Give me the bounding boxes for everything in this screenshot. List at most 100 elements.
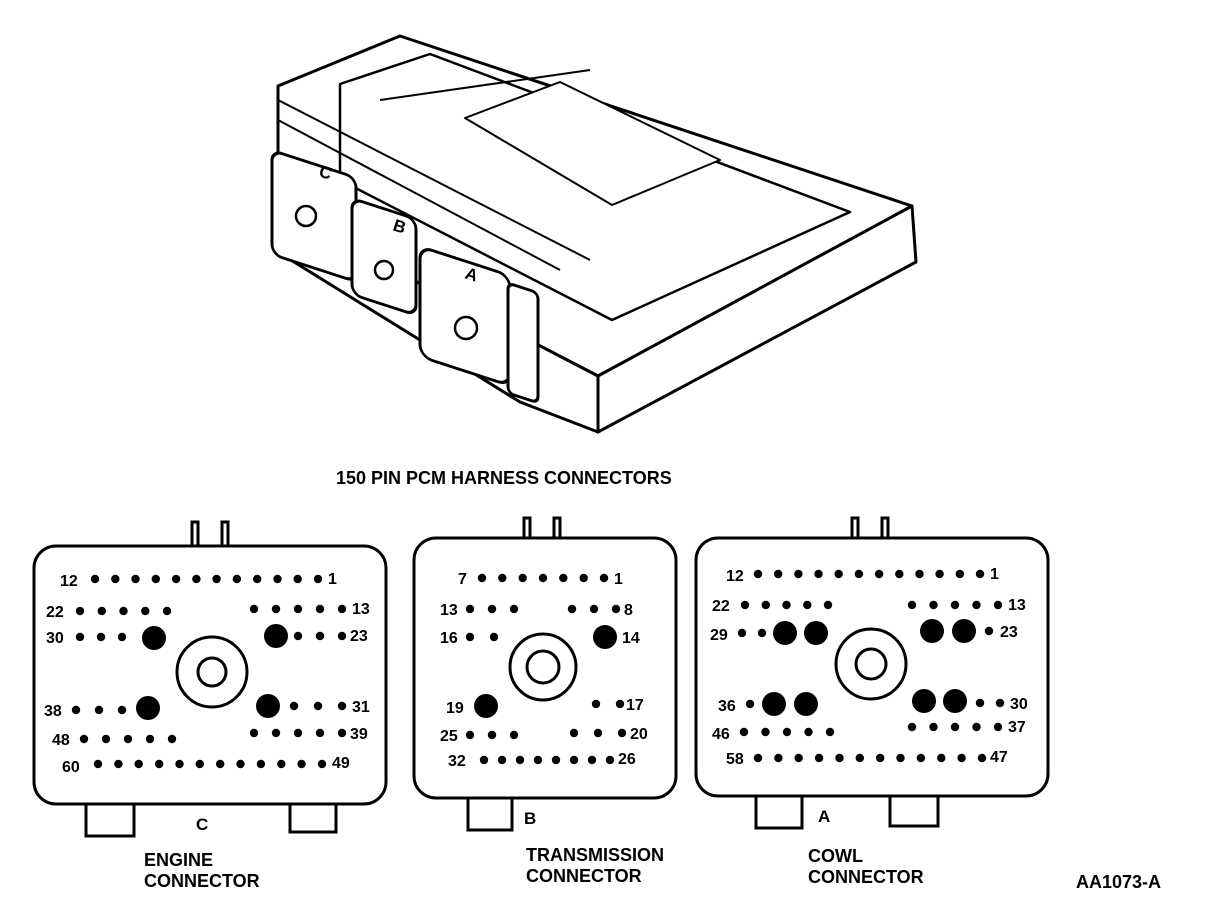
engine-pin [337, 604, 347, 614]
transmission-pin-label-32: 32 [448, 753, 466, 770]
cowl-pin [740, 600, 750, 610]
transmission-pin [591, 699, 601, 709]
transmission-pin [593, 728, 603, 738]
cowl-pin [782, 727, 792, 737]
cowl-pin [737, 628, 747, 638]
cowl-pin [814, 569, 823, 579]
cowl-pin [874, 569, 884, 579]
cowl-pin [761, 727, 770, 737]
cowl-center-hole [854, 647, 888, 681]
transmission-pin [479, 755, 489, 765]
cowl-pin [993, 722, 1003, 732]
cowl-pin-large [952, 619, 976, 643]
transmission-pin [498, 573, 507, 583]
engine-pin [293, 631, 303, 641]
engine-pin-large [142, 626, 166, 650]
engine-pin-label-1: 1 [328, 571, 337, 588]
cowl-pin [896, 753, 905, 763]
cowl-pin [774, 569, 783, 579]
cowl-pin [855, 753, 864, 763]
engine-pin [111, 574, 120, 584]
module-letters: C B A [317, 162, 481, 286]
cowl-pin-large [794, 692, 818, 716]
cowl-pin [984, 626, 994, 636]
module-front-edge [277, 119, 561, 271]
cowl-pin [834, 569, 843, 579]
transmission-pin-label-13: 13 [440, 602, 458, 619]
cowl-pin-large [912, 689, 936, 713]
module-front-edge-2 [277, 99, 591, 261]
transmission-connector-caption-line1: TRANSMISSION [526, 845, 664, 865]
engine-pin [271, 604, 281, 614]
engine-pin [315, 728, 325, 738]
engine-pin [192, 574, 201, 584]
cowl-pin [814, 753, 824, 763]
cowl-pin [950, 722, 960, 732]
engine-pin-large [136, 696, 160, 720]
engine-pin [96, 632, 106, 642]
cowl-pin [823, 600, 833, 610]
transmission-pin [538, 573, 548, 583]
cowl-pin [977, 753, 987, 763]
transmission-pin-label-16: 16 [440, 630, 458, 647]
engine-pin-label-30: 30 [46, 630, 64, 647]
cowl-pin-label-37: 37 [1008, 719, 1026, 736]
cowl-pin [825, 727, 835, 737]
engine-latch-left [84, 804, 136, 838]
transmission-pin-label-19: 19 [446, 700, 464, 717]
transmission-pin-label-14: 14 [622, 630, 640, 647]
transmission-pin [569, 728, 579, 738]
engine-pin [171, 574, 181, 584]
engine-pin [289, 701, 299, 711]
transmission-pin-label-7: 7 [458, 571, 467, 588]
cowl-pin [757, 628, 767, 638]
engine-pin [131, 574, 140, 584]
transmission-pin [518, 573, 527, 583]
engine-pin [151, 574, 160, 584]
transmission-latch [466, 798, 514, 832]
cowl-latch-left [754, 796, 804, 830]
engine-pin [337, 701, 347, 711]
cowl-pin [854, 569, 864, 579]
cowl-pin [972, 600, 981, 610]
module-letter-a: A [463, 264, 481, 286]
transmission-connector-letter: B [524, 809, 536, 828]
engine-pin [297, 759, 306, 769]
engine-pin [71, 705, 81, 715]
transmission-pin [533, 755, 543, 765]
transmission-pin [465, 604, 475, 614]
engine-pin [167, 734, 177, 744]
engine-pin [117, 705, 127, 715]
transmission-pin [515, 755, 525, 765]
figure-title: 150 PIN PCM HARNESS CONNECTORS [336, 468, 672, 488]
pcm-module-illustration [270, 34, 918, 434]
engine-pin [117, 632, 127, 642]
module-connector-a [418, 248, 540, 403]
engine-pin [273, 574, 282, 584]
transmission-pin [599, 573, 609, 583]
engine-pin [236, 759, 245, 769]
engine-connector-caption-line1: ENGINE [144, 850, 213, 870]
engine-pin-label-12: 12 [60, 573, 78, 590]
engine-pin-label-48: 48 [52, 732, 70, 749]
transmission-pin-label-25: 25 [440, 728, 458, 745]
engine-pin [145, 734, 155, 744]
cowl-pin [957, 753, 966, 763]
engine-pin-label-38: 38 [44, 703, 62, 720]
cowl-pin [907, 722, 917, 732]
transmission-pin [605, 755, 615, 765]
engine-pin [249, 604, 259, 614]
cowl-pin [753, 753, 763, 763]
module-panel-divider [379, 69, 591, 101]
transmission-connector-caption-line2: CONNECTOR [526, 866, 642, 886]
engine-pin [212, 574, 221, 584]
cowl-pin-label-30: 30 [1010, 696, 1028, 713]
transmission-pin-label-20: 20 [630, 726, 648, 743]
cowl-pin-large [762, 692, 786, 716]
transmission-pin-dots [465, 573, 627, 765]
transmission-connector-face: 7 1 13 8 16 14 19 17 25 20 32 26 B TRANS… [412, 516, 678, 886]
engine-pin [162, 606, 172, 616]
cowl-pin [895, 569, 904, 579]
transmission-pin [617, 728, 627, 738]
